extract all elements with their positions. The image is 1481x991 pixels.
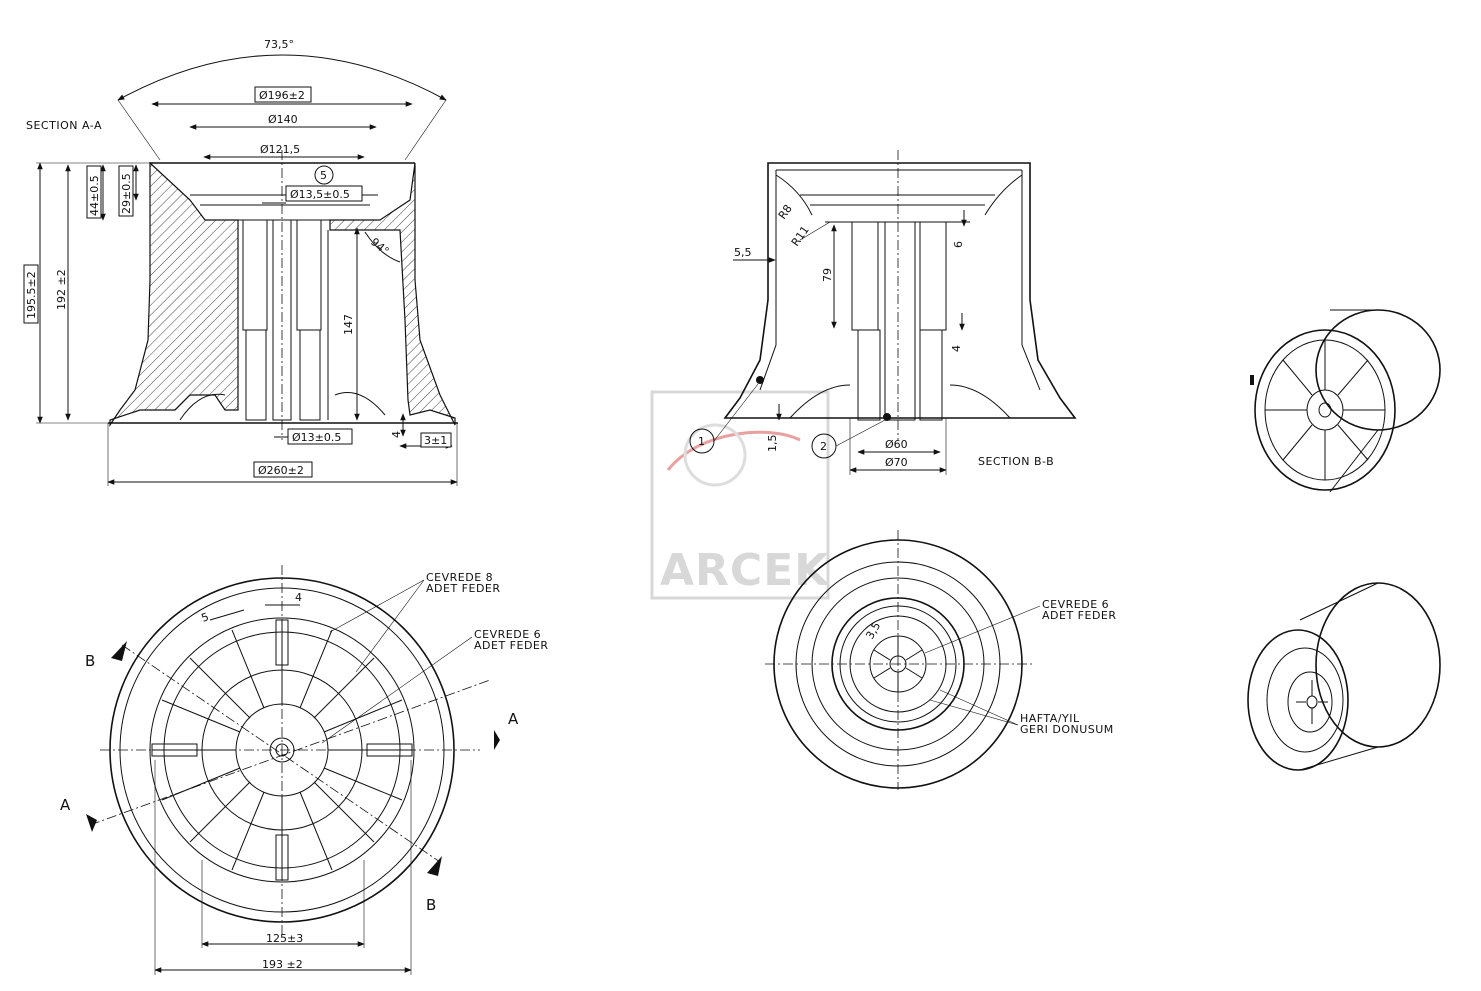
dim-w55: 5,5 (734, 246, 752, 259)
dim-d260: Ø260±2 (258, 464, 304, 477)
bv-cevrede6-l2: ADET FEDER (474, 639, 549, 652)
bv-cevrede8-l2: ADET FEDER (426, 582, 501, 595)
tv-cevrede6-l1: CEVREDE 6 (1042, 598, 1109, 611)
dim-h6: 6 (952, 241, 965, 248)
dim-r11: R11 (789, 224, 812, 249)
dim-h4-bb: 4 (950, 345, 963, 352)
bv-dim-193: 193 ±2 (262, 958, 303, 971)
bv-cevrede6-l1: CEVREDE 6 (474, 628, 541, 641)
dim-angle-73: 73,5° (264, 38, 294, 51)
dim-h29: 29±0.5 (120, 173, 133, 214)
bv-dim-5: 5 (200, 610, 211, 625)
tv-hafta-l1: HAFTA/YIL (1020, 712, 1080, 725)
balloon-1: 1 (698, 435, 705, 448)
tv-dim-35: 3,5 (863, 620, 883, 642)
isometric-view-top (1247, 582, 1441, 771)
section-mark-a-left: A (60, 796, 71, 814)
balloon-2: 2 (820, 440, 827, 453)
dim-h192: 192 ±2 (55, 269, 68, 310)
dim-w3: 3±1 (424, 434, 447, 447)
dim-angle94: 94° (368, 235, 391, 257)
dim-r8: R8 (776, 202, 795, 221)
section-aa-ribs (179, 219, 386, 421)
balloon-5: 5 (320, 169, 327, 182)
dim-h44: 44±0.5 (88, 175, 101, 216)
dim-h15: 1,5 (766, 435, 779, 453)
dim-h147: 147 (342, 314, 355, 335)
dim-d13: Ø13±0.5 (292, 431, 341, 444)
section-bb-title: SECTION B-B (978, 455, 1054, 468)
dim-h1955: 195.5±2 (25, 271, 38, 319)
bv-cevrede8-l1: CEVREDE 8 (426, 571, 493, 584)
bv-dim-4: 4 (295, 591, 302, 604)
bottom-view: B B A A CEVREDE 8 ADET FEDER CEVREDE 6 A… (60, 565, 549, 975)
dim-d196: Ø196±2 (259, 89, 305, 102)
dim-d60: Ø60 (885, 438, 908, 451)
dim-d70: Ø70 (885, 456, 908, 469)
top-view: 3,5 CEVREDE 6 ADET FEDER HAFTA/YIL GERI … (765, 530, 1117, 790)
section-bb-view: R8 R11 5,5 79 6 4 1,5 1 2 Ø60 Ø70 SECTIO… (689, 150, 1077, 475)
dim-h79: 79 (821, 268, 834, 282)
section-mark-b-bottom: B (426, 896, 436, 914)
bv-dim-125: 125±3 (266, 932, 303, 945)
section-aa-view: SECTION A-A 73,5° Ø196±2 (23, 38, 458, 486)
dim-d140: Ø140 (268, 113, 298, 126)
tv-cevrede6-l2: ADET FEDER (1042, 609, 1117, 622)
watermark-text: ARCEK (660, 545, 830, 596)
dim-d135: Ø13,5±0.5 (290, 188, 350, 201)
isometric-view-bottom (1250, 309, 1441, 493)
section-aa-title: SECTION A-A (26, 119, 102, 132)
section-mark-a-right: A (508, 710, 519, 728)
dim-h4: 4 (390, 431, 403, 438)
watermark-logo: ARCEK (650, 390, 830, 600)
tv-hafta-l2: GERI DONUSUM (1020, 723, 1114, 736)
dim-d1215: Ø121,5 (260, 143, 300, 156)
section-mark-b-top: B (85, 652, 95, 670)
